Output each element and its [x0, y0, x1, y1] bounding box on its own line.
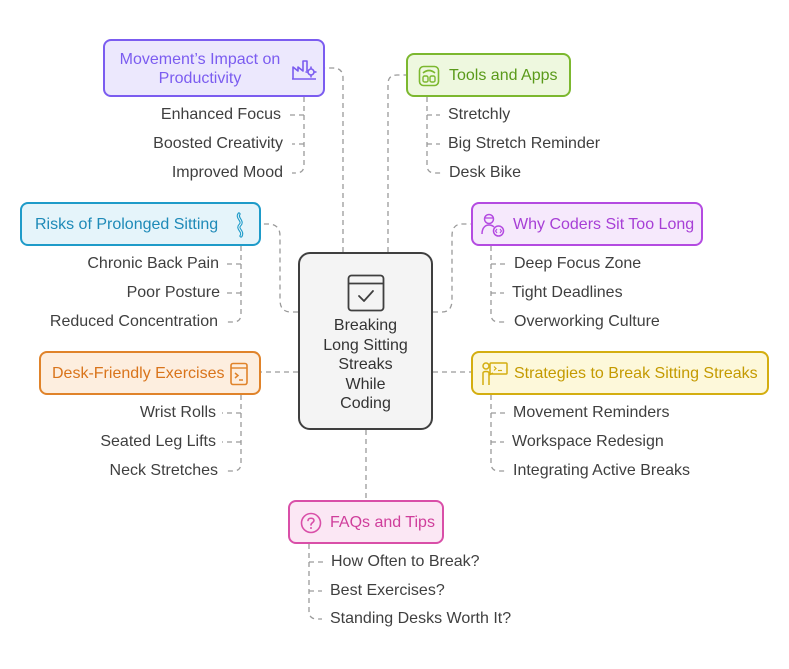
central-topic-title: Breaking Long Sitting Streaks While Codi… [323, 317, 408, 412]
subtopic-item: Big Stretch Reminder [448, 135, 601, 152]
subtopic-item: How Often to Break? [331, 553, 480, 570]
topic-label: Risks of Prolonged Sitting [35, 216, 219, 233]
topic-movement-impact: Movement’s Impact on Productivity [103, 39, 325, 97]
subtopic-item: Stretchly [448, 106, 511, 123]
presenter-icon [482, 362, 508, 385]
topic-label: FAQs and Tips [330, 514, 435, 531]
topic-label: Tools and Apps [449, 67, 558, 84]
subtopic-item: Wrist Rolls [139, 404, 216, 421]
subtopic-item: Chronic Back Pain [87, 255, 219, 272]
connector-center-risks [261, 223, 298, 313]
topic-desk-friendly-exercises: Desk-Friendly Exercises [39, 351, 261, 395]
subtopic-item: Boosted Creativity [153, 135, 283, 152]
subtopic-item: Reduced Concentration [49, 313, 218, 330]
connector-center-why [433, 223, 471, 313]
topic-label: Why Coders Sit Too Long [513, 216, 695, 233]
connector-why-items [490, 246, 506, 323]
topic-tools-and-apps: Tools and Apps [406, 53, 571, 97]
connector-center-tools [387, 74, 406, 252]
subtopic-item: Standing Desks Worth It? [330, 610, 512, 627]
topic-strategies-to-break-sitting-streaks: Strategies to Break Sitting Streaks [471, 351, 769, 395]
scale-icon [418, 65, 440, 87]
topic-label: Desk-Friendly Exercises [52, 365, 225, 382]
subtopic-item: Desk Bike [449, 164, 522, 181]
connector-strategies-items [490, 395, 505, 472]
subtopic-item: Seated Leg Lifts [100, 433, 216, 450]
connector-faqs-items [308, 544, 322, 620]
topic-faqs-and-tips: FAQs and Tips [288, 500, 444, 544]
connector-center-movement [325, 67, 344, 252]
connector-exercises-items [224, 395, 242, 472]
checkmark-window-icon [347, 274, 385, 312]
subtopic-item: Workspace Redesign [512, 433, 664, 450]
topic-why-coders-sit-too-long: Why Coders Sit Too Long [471, 202, 703, 246]
coder-icon [481, 213, 505, 237]
subtopic-item: Best Exercises? [330, 582, 445, 599]
spine-icon [236, 212, 244, 238]
connector-tools-items [426, 97, 441, 174]
subtopic-item: Improved Mood [171, 164, 283, 181]
subtopic-item: Poor Posture [126, 284, 220, 301]
subtopic-item: Deep Focus Zone [514, 255, 642, 272]
central-topic: Breaking Long Sitting Streaks While Codi… [298, 252, 433, 430]
document-code-icon [230, 362, 248, 386]
subtopic-item: Integrating Active Breaks [513, 462, 690, 479]
topic-risks-of-prolonged-sitting: Risks of Prolonged Sitting [20, 202, 261, 246]
connector-risks-items [224, 246, 242, 323]
subtopic-item: Movement Reminders [513, 404, 670, 421]
connector-movement-items [292, 97, 305, 174]
topic-label: Strategies to Break Sitting Streaks [514, 365, 758, 382]
subtopic-item: Enhanced Focus [160, 106, 281, 123]
topic-label: Productivity [158, 69, 242, 87]
subtopic-item: Overworking Culture [514, 313, 660, 330]
subtopic-item: Neck Stretches [109, 462, 218, 479]
question-icon [300, 512, 322, 534]
subtopic-item: Tight Deadlines [512, 284, 623, 301]
factory-icon [292, 60, 317, 80]
topic-label: Movement’s Impact on [119, 51, 281, 68]
